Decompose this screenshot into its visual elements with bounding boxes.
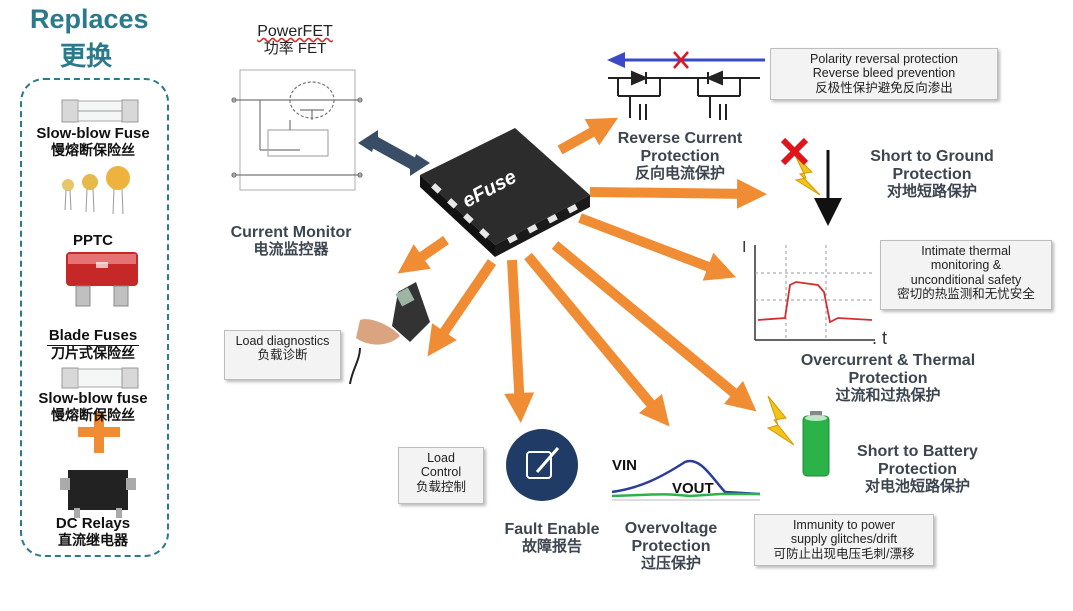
replaces-title-zh: 更换 xyxy=(60,41,113,71)
chip-arrows xyxy=(397,117,767,427)
replace-item-pptc: PPTC xyxy=(72,232,113,249)
blade-fuse-icon xyxy=(66,252,138,307)
powerfet-schematic xyxy=(231,69,363,191)
glass-fuse-icon xyxy=(61,367,139,389)
arrow-to-current-monitor xyxy=(397,235,449,274)
arrow-to-short-battery xyxy=(551,241,757,412)
efuse-chip: eFuse xyxy=(420,128,590,257)
replaces-illustrations xyxy=(60,99,139,518)
diagnostic-handheld-icon xyxy=(349,282,430,385)
plus-icon xyxy=(78,411,120,453)
glass-fuse-icon xyxy=(61,99,139,123)
overcurrent-axis-y: I xyxy=(742,239,746,256)
pptc-disc-icon xyxy=(62,166,130,215)
arrow-to-load-diagnostics xyxy=(427,259,497,357)
arrow-to-overvoltage xyxy=(524,252,670,427)
arrow-to-overcurrent xyxy=(578,213,737,281)
arrow-to-short-ground xyxy=(589,178,767,209)
dc-relay-icon xyxy=(60,470,136,518)
arrow-to-fault-enable xyxy=(504,259,535,423)
vin-label: VIN xyxy=(612,457,637,474)
overcurrent-axis-x: . t xyxy=(872,328,887,348)
reverse-current-schematic xyxy=(607,51,765,120)
overcurrent-graph: I . t xyxy=(742,239,887,348)
blocked-x-icon xyxy=(673,51,689,69)
replaces-panel xyxy=(20,78,169,557)
overvoltage-plot: VIN VOUT xyxy=(611,457,761,501)
vout-label: VOUT xyxy=(672,480,714,497)
fault-report-icon xyxy=(506,429,578,501)
arrow-to-reverse-current xyxy=(557,117,619,155)
replaces-title: Replaces xyxy=(30,4,149,34)
bidirectional-arrow-icon xyxy=(358,130,430,176)
powerfet-label: PowerFET 功率 FET xyxy=(257,23,333,57)
short-ground-icon xyxy=(780,137,842,226)
short-battery-icon xyxy=(766,395,830,477)
